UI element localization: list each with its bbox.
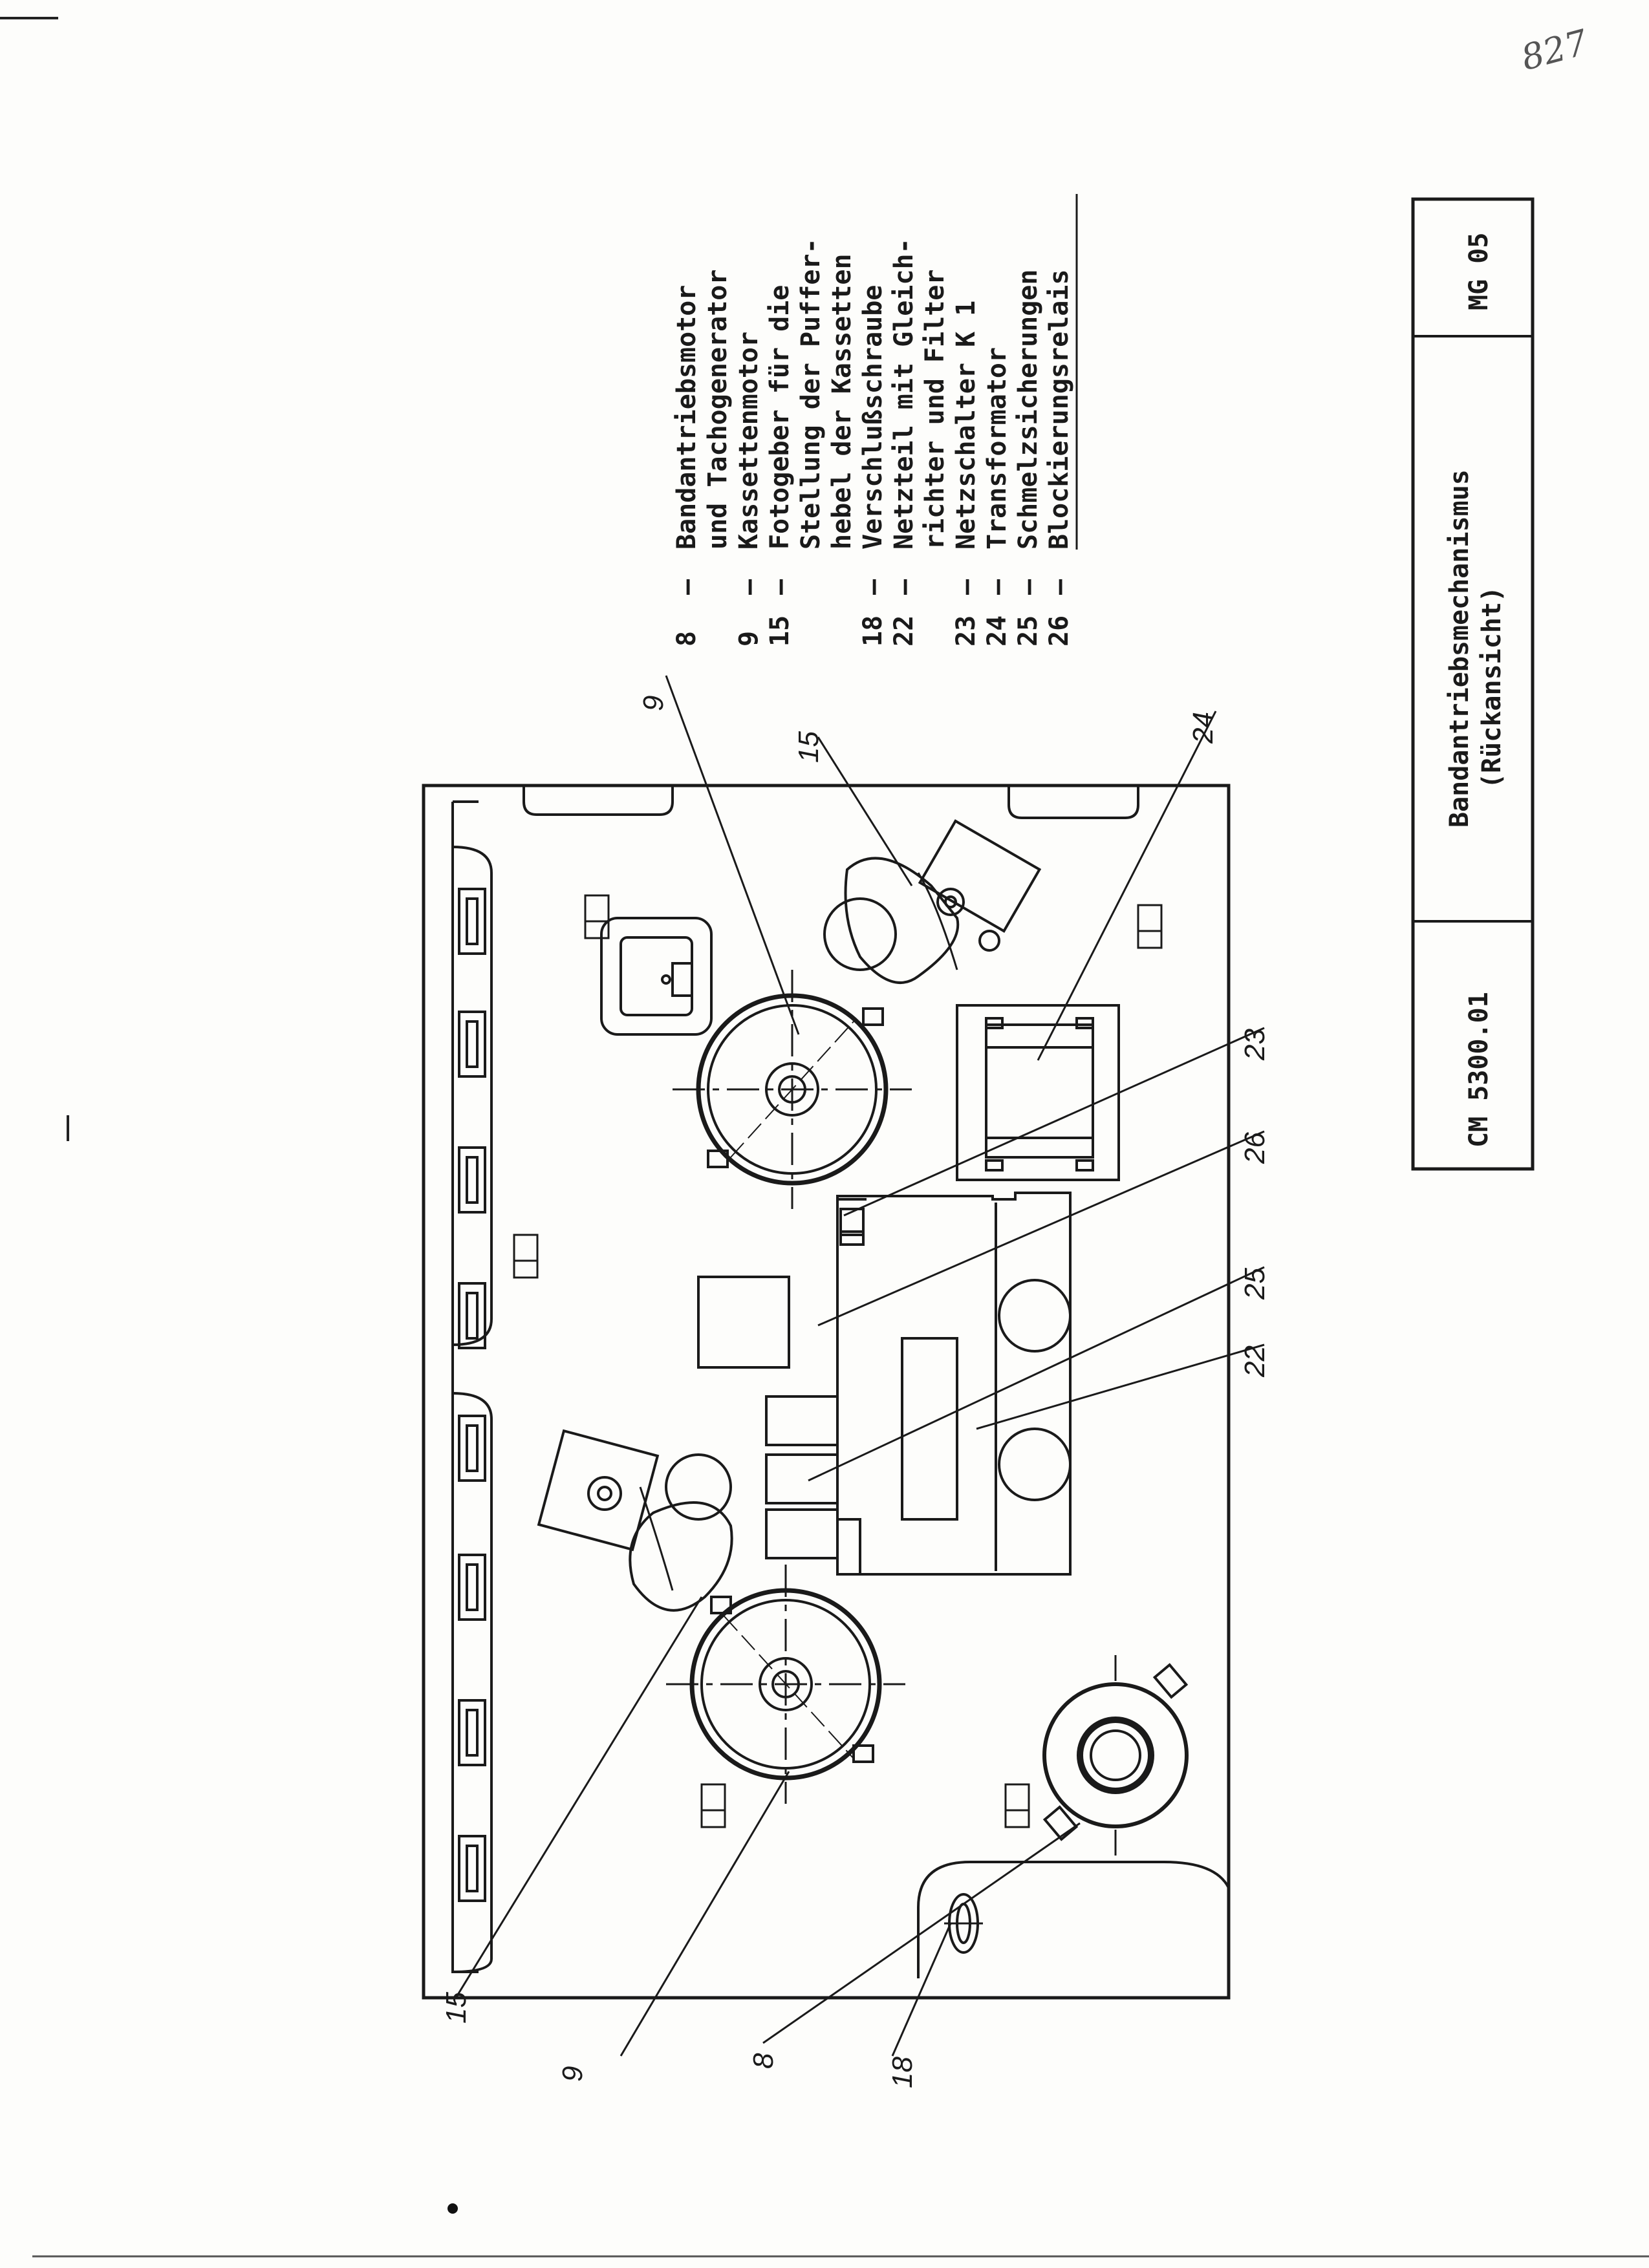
svg-text:–: – <box>1044 579 1074 595</box>
legend-25-line-1: Schmelzsicherungen <box>1013 270 1043 550</box>
mechanism-drawing <box>422 675 1265 2057</box>
svg-text:–: – <box>858 579 888 595</box>
cover-screw-18 <box>917 1861 1230 1978</box>
plate-rail <box>451 800 479 1973</box>
legend-26-line-1: Blockierungsrelais <box>1044 270 1074 550</box>
legend-9-line-1: Kassettenmotor <box>734 332 764 550</box>
callout-25: 25 <box>1239 1268 1271 1300</box>
legend-num-8: 8 <box>672 631 702 647</box>
mounting-plate <box>422 784 1231 2000</box>
callout-8: 8 <box>748 2053 779 2069</box>
callout-9-upper: 9 <box>638 696 669 711</box>
power-supply-board <box>697 1192 1072 1576</box>
callout-labels: 15 9 8 18 9 15 24 23 26 25 22 <box>440 696 1271 2088</box>
legend-num-15: 15 <box>765 615 795 647</box>
callout-15-lower: 15 <box>440 1992 472 2024</box>
title-block: MG 05 Bandantriebsmechanismus (Rückansic… <box>1411 197 1535 1171</box>
svg-text:–: – <box>889 579 919 595</box>
legend-num-18: 18 <box>858 615 888 647</box>
legend-num-22: 22 <box>889 615 919 647</box>
drawing-code: CM 5300.01 <box>1464 992 1494 1148</box>
svg-text:–: – <box>982 579 1012 595</box>
legend-num-26: 26 <box>1044 615 1074 647</box>
svg-text:–: – <box>734 579 764 595</box>
legend: 8 – Bandantriebsmotor und Tachogenerator… <box>672 194 1078 647</box>
legend-num-9: 9 <box>734 631 764 647</box>
callout-9-lower: 9 <box>557 2066 588 2082</box>
legend-22-line-2: richter und Filter <box>920 270 950 550</box>
callout-18: 18 <box>887 2057 918 2088</box>
svg-text:–: – <box>951 579 981 595</box>
rivet-groups <box>513 894 1163 1828</box>
callout-26: 26 <box>1239 1132 1271 1164</box>
legend-23-line-1: Netzschalter K 1 <box>951 301 981 550</box>
legend-num-24: 24 <box>982 615 1012 647</box>
legend-15-line-3: hebel der Kassetten <box>827 253 857 550</box>
motor-9-upper <box>673 970 912 1209</box>
legend-18-line-1: Verschlußschraube <box>858 285 888 550</box>
fuse-a <box>765 1395 839 1446</box>
legend-8-line-2: und Tachogenerator <box>703 270 733 550</box>
svg-text:–: – <box>1013 579 1043 595</box>
legend-num-25: 25 <box>1013 615 1043 647</box>
legend-num-23: 23 <box>951 615 981 647</box>
drawing-title: Bandantriebsmechanismus <box>1445 469 1474 828</box>
legend-24-line-1: Transformator <box>982 347 1012 550</box>
callout-22: 22 <box>1239 1345 1271 1378</box>
callout-23: 23 <box>1239 1029 1271 1061</box>
callout-15-upper: 15 <box>793 731 824 763</box>
ink-dot <box>447 2203 458 2214</box>
page-number-note: 827 <box>1517 22 1592 79</box>
fuse-b <box>765 1453 839 1504</box>
fuse-c <box>765 1508 839 1559</box>
svg-text:–: – <box>765 579 795 595</box>
sheet-number: MG 05 <box>1464 233 1494 310</box>
relay-26 <box>697 1276 790 1369</box>
callout-24: 24 <box>1187 712 1219 744</box>
slot-tabs <box>452 846 493 1973</box>
drawing-subtitle: (Rückansicht) <box>1477 586 1507 789</box>
plate-notch-right <box>1008 786 1139 819</box>
legend-dash: – <box>672 579 702 595</box>
legend-22-line-1: Netzteil mit Gleich- <box>889 238 919 550</box>
legend-8-line-1: Bandantriebsmotor <box>672 285 702 550</box>
motor-9-lower <box>666 1565 905 1804</box>
legend-15-line-1: Fotogeber für die <box>765 285 795 550</box>
drive-motor-8 <box>1042 1655 1189 1856</box>
leader-lines <box>455 675 1265 2057</box>
sensor-block-top <box>600 917 713 1036</box>
photo-sensor-15-upper <box>823 819 1042 984</box>
photo-sensor-15-lower <box>537 1429 733 1612</box>
plate-notch-top <box>523 786 674 816</box>
legend-15-line-2: Stellung der Puffer- <box>796 238 826 550</box>
